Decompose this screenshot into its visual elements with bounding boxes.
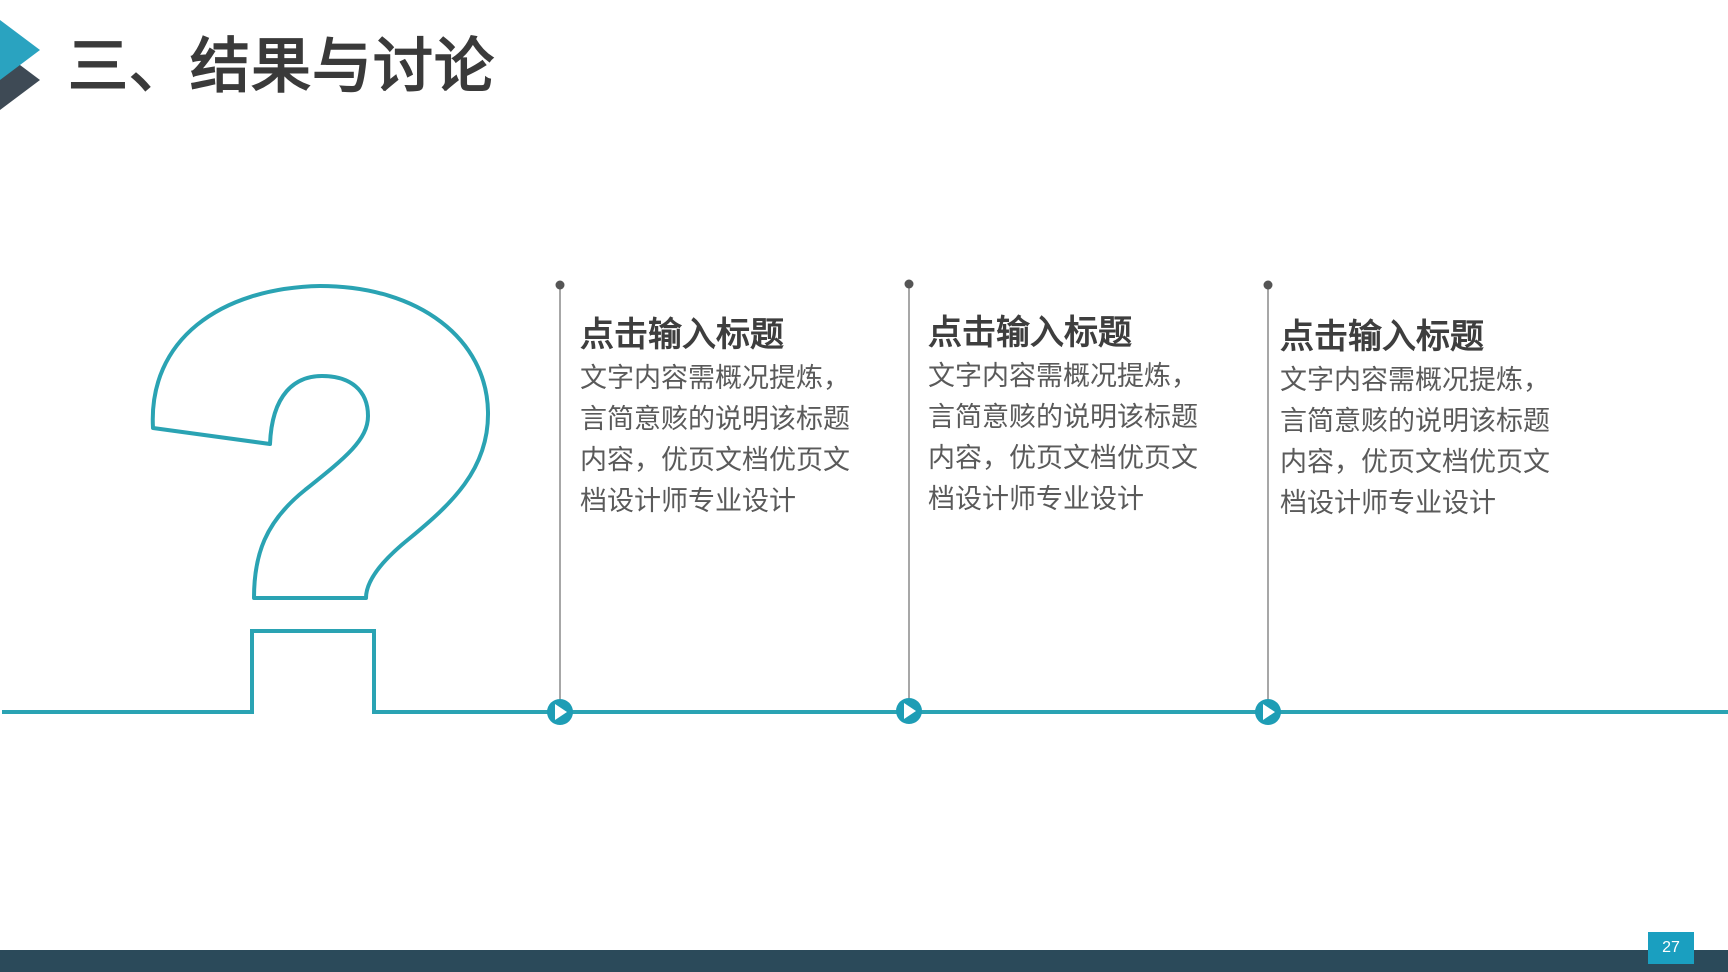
item-body-line: 内容，优页文档优页文 [580, 445, 850, 476]
connector-top-dots [555, 279, 1273, 290]
item-body-line: 文字内容需概况提炼， [580, 363, 850, 394]
item-body-line: 言简意赅的说明该标题 [580, 404, 850, 435]
item-body: 文字内容需概况提炼， 言简意赅的说明该标题 内容，优页文档优页文 档设计师专业设… [580, 358, 900, 522]
question-mark-outline-icon [150, 284, 491, 600]
chevron-arrow-icon [0, 20, 40, 110]
timeline-item-3: 点击输入标题 文字内容需概况提炼， 言简意赅的说明该标题 内容，优页文档优页文 … [1280, 314, 1600, 524]
item-body-line: 档设计师专业设计 [1280, 488, 1496, 519]
page-number-badge: 27 [1648, 932, 1694, 964]
timeline-item-1: 点击输入标题 文字内容需概况提炼， 言简意赅的说明该标题 内容，优页文档优页文 … [580, 312, 900, 522]
play-circle-icon [547, 699, 573, 725]
item-body-line: 档设计师专业设计 [928, 484, 1144, 515]
play-circle-icon [896, 698, 922, 724]
item-body-line: 言简意赅的说明该标题 [1280, 406, 1550, 437]
slide-title: 三、结果与讨论 [68, 32, 495, 102]
footer-bar [0, 950, 1728, 972]
item-title: 点击输入标题 [1280, 317, 1484, 357]
item-body-line: 文字内容需概况提炼， [928, 361, 1198, 392]
play-circle-icon [1255, 699, 1281, 725]
timeline-baseline [2, 629, 1728, 714]
item-body-line: 内容，优页文档优页文 [928, 443, 1198, 474]
item-body-line: 内容，优页文档优页文 [1280, 447, 1550, 478]
item-body-line: 档设计师专业设计 [580, 486, 796, 517]
item-body: 文字内容需概况提炼， 言简意赅的说明该标题 内容，优页文档优页文 档设计师专业设… [928, 356, 1248, 520]
timeline-item-2: 点击输入标题 文字内容需概况提炼， 言简意赅的说明该标题 内容，优页文档优页文 … [928, 310, 1248, 520]
item-body-line: 言简意赅的说明该标题 [928, 402, 1198, 433]
item-body-line: 文字内容需概况提炼， [1280, 365, 1550, 396]
timeline-connectors [559, 284, 1269, 700]
item-body: 文字内容需概况提炼， 言简意赅的说明该标题 内容，优页文档优页文 档设计师专业设… [1280, 360, 1600, 524]
item-title: 点击输入标题 [928, 313, 1132, 353]
item-title: 点击输入标题 [580, 315, 784, 355]
